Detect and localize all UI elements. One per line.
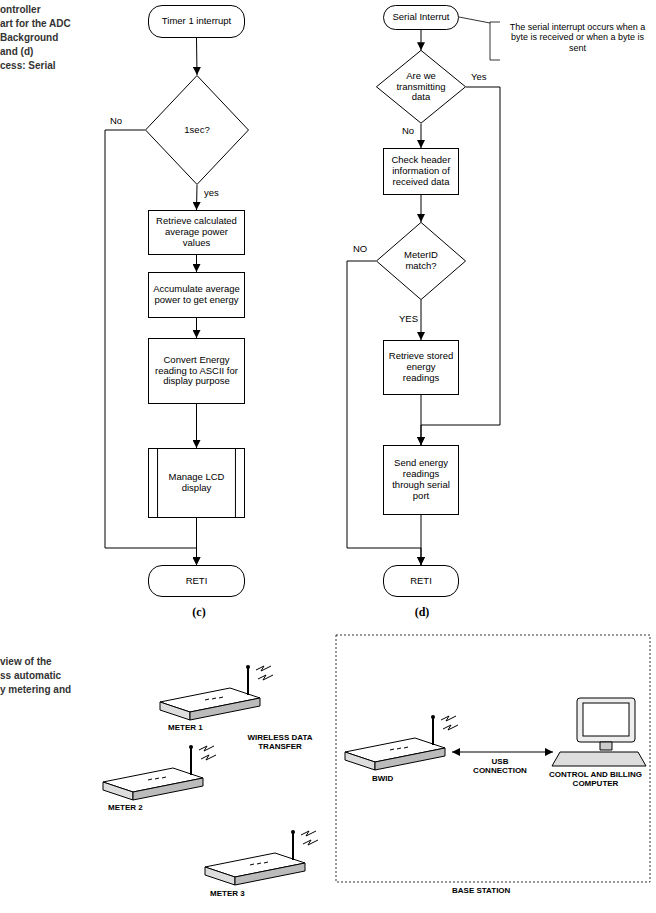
terminal-box: RETI — [383, 565, 459, 597]
node-text: Check header information of received dat… — [388, 155, 454, 188]
device-label: METER 1 — [168, 723, 203, 732]
node-text: Convert Energy reading to ASCII for disp… — [153, 355, 240, 388]
flow-arrow — [105, 130, 197, 565]
node-text: RETI — [153, 576, 240, 587]
node-text: Timer 1 interrupt — [153, 16, 240, 27]
edge-label: yes — [203, 188, 220, 198]
node-text: Are we transmitting data — [395, 71, 446, 104]
process-box: Retrieve stored energy readings — [383, 340, 459, 395]
device-label: BWID — [372, 774, 393, 783]
meter-device — [103, 745, 216, 800]
caption-fragment: ss automatic — [0, 670, 61, 682]
flow-arrow — [347, 261, 421, 565]
terminal-box: Timer 1 interrupt — [148, 5, 245, 38]
flow-arrow — [421, 515, 422, 565]
node-text: Retrieve stored energy readings — [388, 351, 454, 384]
device-label: METER 3 — [210, 889, 245, 898]
process-box: Send energy readings through serial port — [383, 445, 459, 515]
process-box: Retrieve calculated average power values — [148, 210, 245, 255]
caption-fragment: ontroller — [0, 4, 41, 16]
flow-arrow — [421, 30, 422, 50]
edge-label: No — [109, 116, 123, 126]
subroutine-box: Manage LCD display — [148, 448, 245, 518]
bwid-device — [345, 715, 458, 770]
node-text: MeterID match? — [395, 250, 446, 272]
flow-arrow — [421, 300, 422, 340]
panel-label: (c) — [184, 606, 214, 620]
region-label: BASE STATION — [452, 886, 510, 895]
flow-arrow — [196, 38, 198, 75]
panel-label: (d) — [407, 606, 437, 620]
flow-arrow — [421, 195, 422, 222]
edge-label: Yes — [470, 72, 488, 82]
flow-arrow — [196, 255, 197, 272]
flow-arrow — [196, 185, 198, 210]
caption-fragment: y metering and — [0, 684, 71, 696]
callout-note: The serial interrupt occurs when a byte … — [505, 22, 650, 53]
node-text: RETI — [388, 576, 454, 587]
node-text: Serial Interrut — [388, 12, 454, 23]
terminal-box: RETI — [148, 565, 245, 597]
meter-device — [205, 830, 318, 885]
decision-diamond: MeterID match? — [376, 222, 466, 300]
caption-fragment: cess: Serial — [0, 60, 56, 72]
link-label: WIRELESS DATA TRANSFER — [234, 733, 326, 751]
decision-diamond: 1sec? — [145, 75, 249, 185]
callout-bracket — [459, 17, 500, 60]
node-text: Send energy readings through serial port — [388, 458, 454, 502]
node-text: Retrieve calculated average power values — [153, 216, 240, 249]
base-station-outline — [336, 635, 650, 882]
flow-arrow — [421, 124, 422, 148]
edge-label: YES — [398, 314, 419, 324]
device-label: CONTROL AND BILLING COMPUTER — [538, 770, 653, 788]
process-box: Convert Energy reading to ASCII for disp… — [148, 338, 245, 404]
computer-icon — [552, 698, 646, 766]
flow-arrow — [196, 404, 197, 448]
usb-arrow — [452, 751, 553, 752]
meter-device — [160, 665, 273, 720]
link-label: USB CONNECTION — [465, 757, 535, 775]
edge-label: NO — [352, 244, 368, 254]
node-text: Manage LCD display — [160, 472, 233, 494]
flow-arrow — [196, 318, 197, 338]
caption-fragment: Background — [0, 32, 58, 44]
caption-fragment: view of the — [0, 656, 52, 668]
process-box: Accumulate average power to get energy — [148, 272, 245, 318]
node-text: 1sec? — [167, 125, 228, 136]
terminal-box: Serial Interrut — [383, 5, 459, 30]
decision-diamond: Are we transmitting data — [376, 50, 466, 124]
caption-fragment: and (d) — [0, 46, 33, 58]
process-box: Check header information of received dat… — [383, 148, 459, 195]
node-text: Accumulate average power to get energy — [153, 284, 240, 306]
caption-fragment: art for the ADC — [0, 18, 71, 30]
flow-arrow — [421, 395, 422, 445]
edge-label: No — [401, 126, 415, 136]
device-label: METER 2 — [108, 803, 143, 812]
